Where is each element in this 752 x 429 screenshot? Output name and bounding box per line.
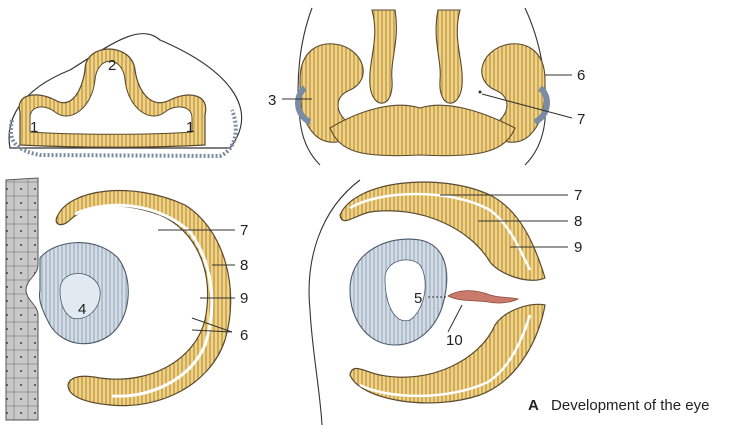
label-8-br: 8 [574,213,582,230]
caption-letter: A [528,397,539,414]
right-fold [436,10,462,103]
label-8-bl: 8 [240,257,248,274]
leader-10 [448,305,462,332]
panel-optic-cup-stage: 4 7 8 9 6 [6,178,248,420]
label-6-bl: 6 [240,327,248,344]
label-6-top: 6 [577,67,585,84]
label-1-left: 1 [30,119,38,136]
surface-ectoderm-cells [6,178,38,420]
label-4: 4 [78,301,86,318]
floor-plate [330,105,515,156]
panel-neural-tube-stage: 1 1 2 [9,34,241,156]
panel-optic-vesicle-stage: 3 6 7 [268,8,585,165]
label-10: 10 [446,332,463,349]
label-7-top: 7 [577,111,585,128]
panel-eye-stage: 5 10 7 8 9 [309,180,582,425]
label-3: 3 [268,92,276,109]
label-9-br: 9 [574,239,582,256]
figure-caption: A Development of the eye [528,397,709,414]
label-7-br: 7 [574,187,582,204]
label-2: 2 [108,57,116,74]
hyaloid-vessel [448,291,518,303]
point-marker [479,91,482,94]
label-1-right: 1 [186,119,194,136]
label-5: 5 [414,290,422,307]
label-7-bl: 7 [240,222,248,239]
label-9-bl: 9 [240,290,248,307]
left-fold [370,10,397,103]
caption-text: Development of the eye [551,397,709,414]
